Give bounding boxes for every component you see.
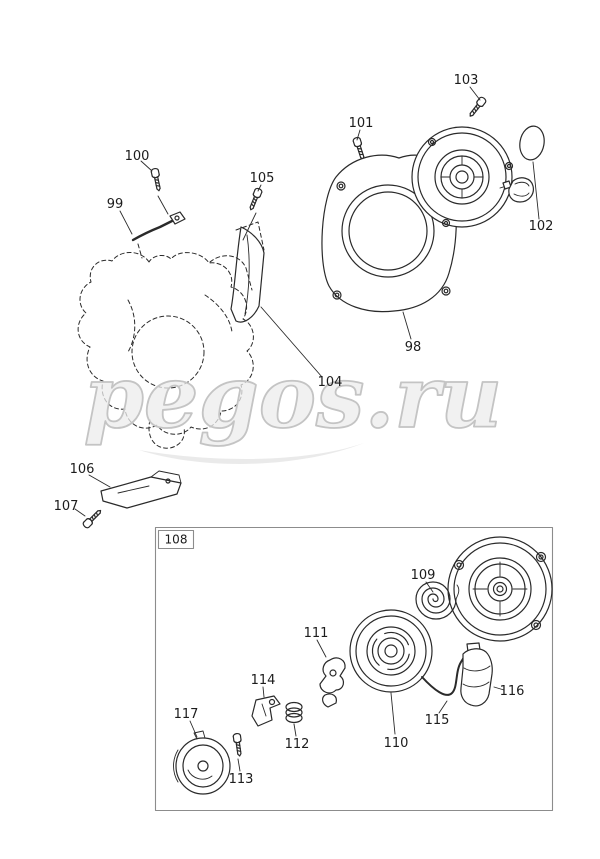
part-107-screw [81,507,104,530]
part-label-112: 112 [285,737,310,752]
watermark: pegos.ru [83,346,503,464]
part-label-100: 100 [125,149,150,164]
part-100-screw [150,167,164,193]
watermark-text: pegos.ru [84,347,503,448]
part-106-bracket [100,470,182,509]
part-label-101: 101 [349,116,374,131]
part-101-screw [351,136,367,161]
starter-case [447,536,553,642]
part-102-ring [519,125,545,161]
part-114-guide [251,695,281,727]
part-label-116: 116 [500,684,525,699]
part-label-110: 110 [384,736,409,751]
part-label-106: 106 [70,462,95,477]
part-label-113: 113 [229,772,254,787]
watermark-swoosh [139,443,364,464]
part-112-spring [285,701,303,724]
part-103-screw [466,95,488,119]
part-113-screw [232,732,244,758]
part-label-98: 98 [405,340,422,355]
part-label-99: 99 [107,197,124,212]
group-box-108 [154,526,554,812]
part-label-103: 103 [454,73,479,88]
part-110-pulley [349,609,433,693]
part-label-109: 109 [411,568,436,583]
part-label-117: 117 [174,707,199,722]
part-label-115: 115 [425,713,450,728]
part-109-spiral-spring [415,581,460,620]
part-label-114: 114 [251,673,276,688]
part-labels: 103 101 102 100 99 105 98 104 106 107 10… [54,73,554,787]
part-label-111: 111 [304,626,329,641]
part-111-pawl [319,657,346,708]
part-104-baffle-plate [230,212,265,323]
part-99-lever [131,195,186,242]
group-box-label: 108 [165,533,188,547]
recoil-starter-assembled [411,126,534,228]
leader-lines [74,86,540,772]
part-105-screw [246,186,264,212]
part-label-104: 104 [318,375,343,390]
part-label-102: 102 [529,219,554,234]
part-label-105: 105 [250,171,275,186]
part-label-107: 107 [54,499,79,514]
part-116-handle [460,642,493,707]
part-117-cup [173,730,231,795]
